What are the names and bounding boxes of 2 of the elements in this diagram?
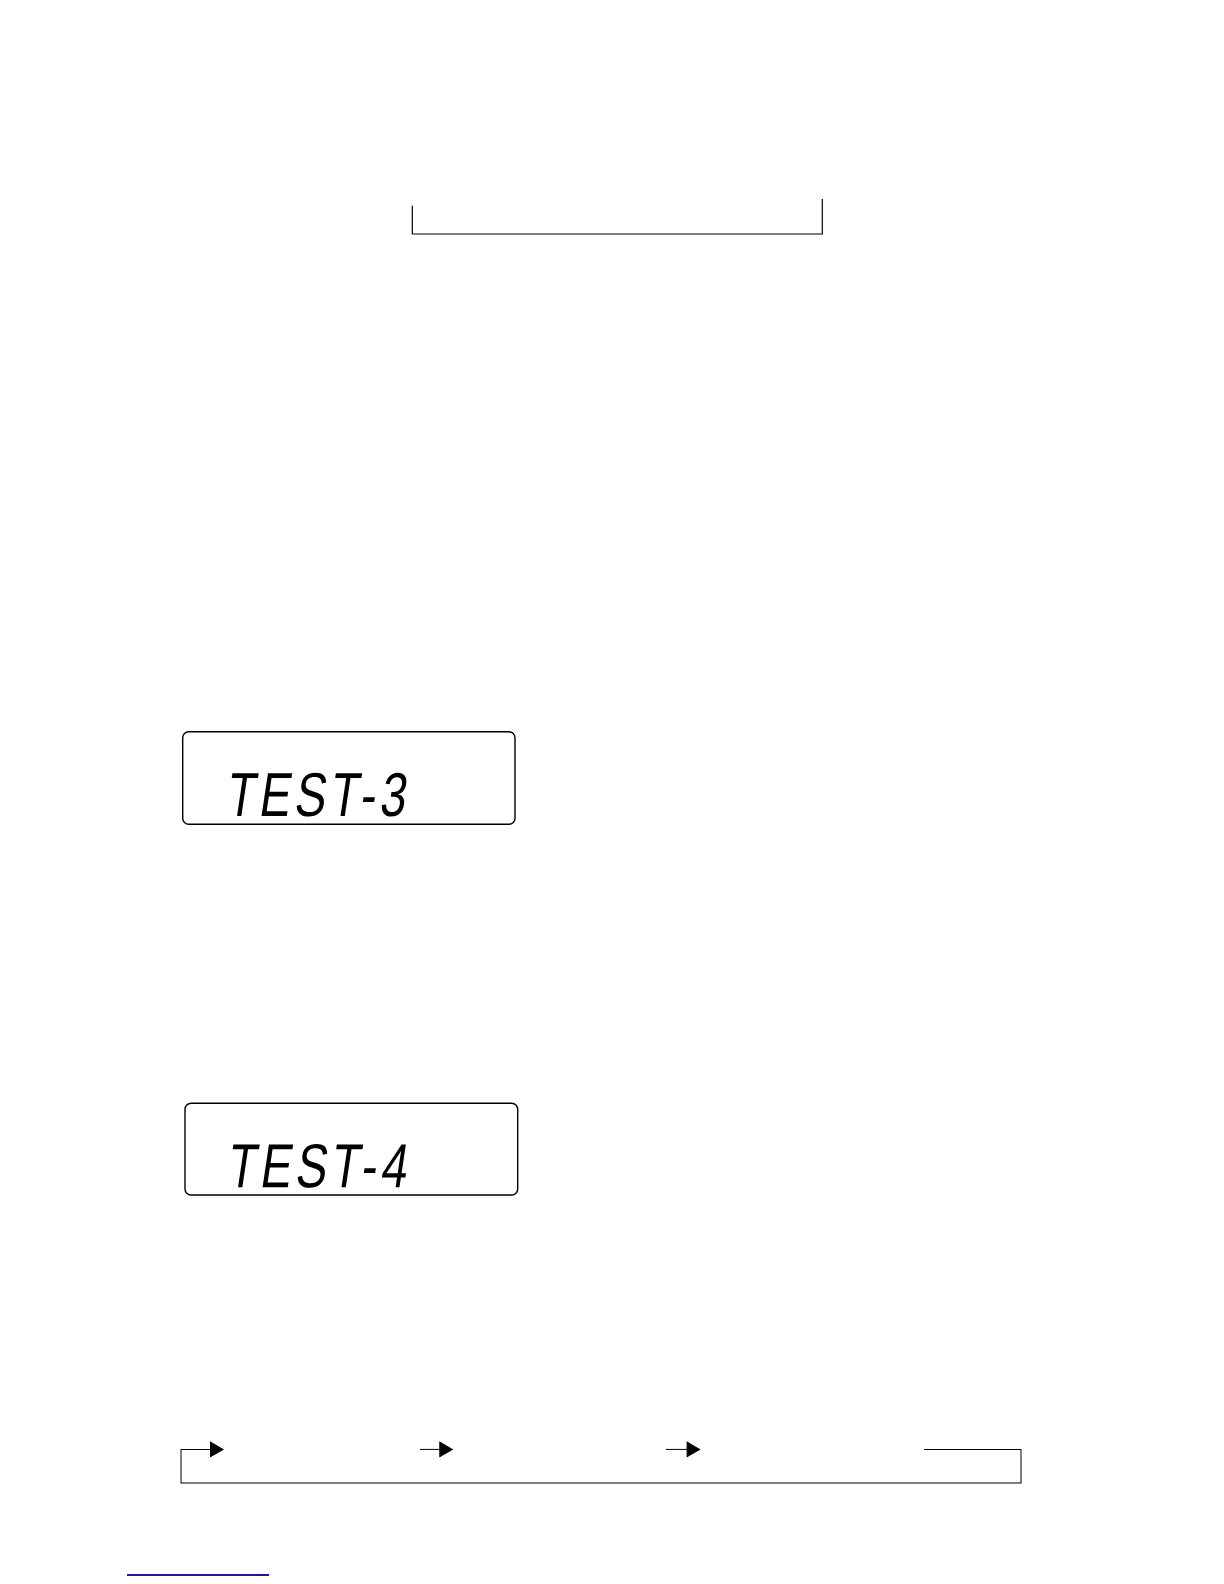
lcd-display: TEST-4 [184,1102,519,1196]
lcd-display: TEST-3 [182,731,516,825]
